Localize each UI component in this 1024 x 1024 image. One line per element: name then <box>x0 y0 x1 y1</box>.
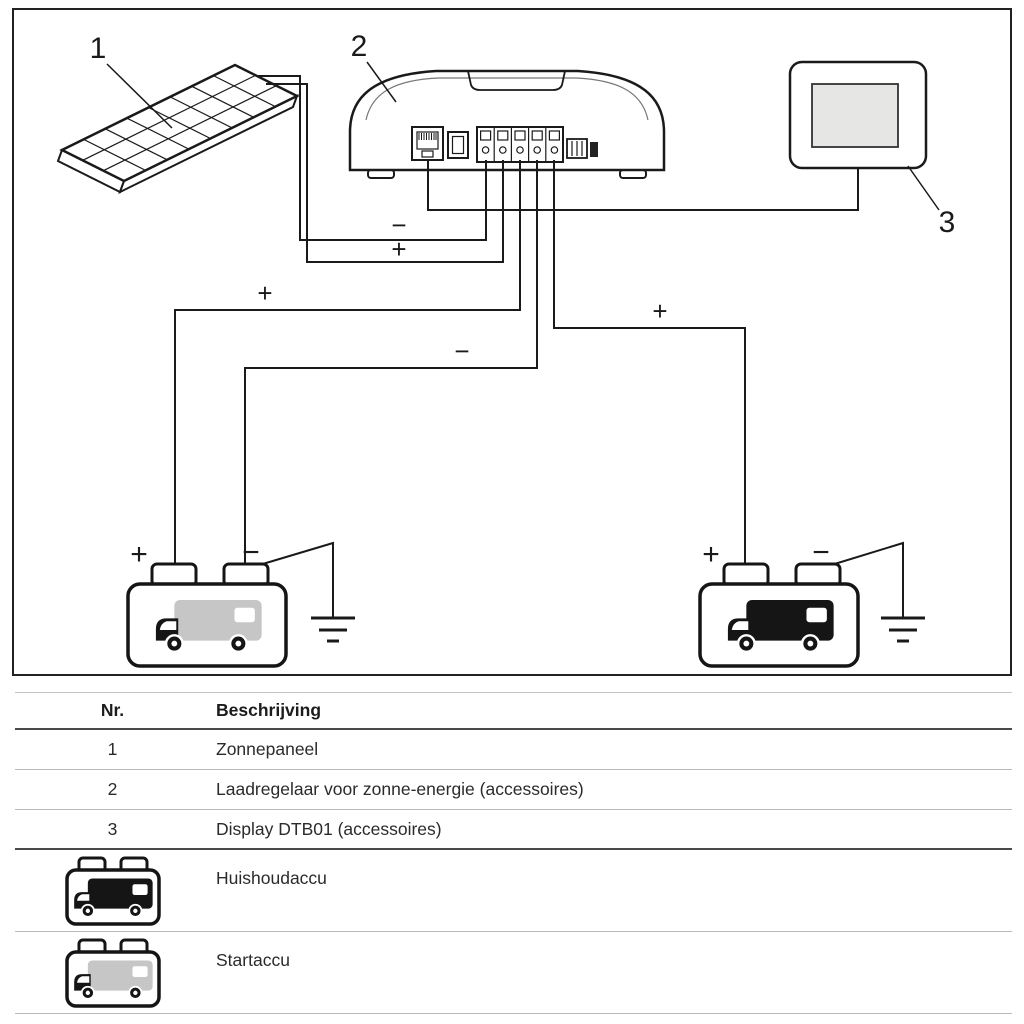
fuse-element <box>566 138 598 159</box>
row-description: Laadregelaar voor zonne-energie (accesso… <box>216 779 584 799</box>
left-battery-minus-post-label: − <box>242 536 260 569</box>
left-battery-plus-post-label: + <box>130 538 148 571</box>
row-description: Display DTB01 (accessoires) <box>216 818 442 839</box>
right-plus-wire-label: + <box>652 296 667 326</box>
minus-wire-label: − <box>454 336 469 366</box>
row-nr: 1 <box>107 739 118 759</box>
solar-plus-label: + <box>391 234 406 264</box>
diagram-border <box>12 8 1012 676</box>
charge-controller-icon <box>348 69 666 179</box>
label-charge-controller: 2 <box>351 30 368 63</box>
left-plus-wire-label: + <box>257 278 272 308</box>
earth-ground-icon <box>311 616 355 643</box>
solar-minus-wire <box>257 75 487 241</box>
display-screen <box>811 83 899 148</box>
left-battery-plus-wire <box>174 160 521 566</box>
display-cable <box>427 160 859 211</box>
display-icon <box>788 60 928 170</box>
leader-lines <box>106 61 940 211</box>
starter-battery-icon <box>126 562 288 668</box>
legend-row-1: 1 Zonnepaneel <box>15 730 1012 770</box>
row-nr: 3 <box>107 818 118 839</box>
legend-header-row: Nr. Beschrijving <box>15 692 1012 730</box>
earth-ground-icon <box>881 616 925 643</box>
row-description: Zonnepaneel <box>216 739 319 759</box>
solar-minus-label: − <box>391 210 406 240</box>
row-description: Startaccu <box>216 950 290 970</box>
battery-with-gray-camper-icon <box>15 936 210 1010</box>
right-ground-wire <box>827 541 904 618</box>
household-battery-icon <box>698 562 860 668</box>
rj12-port <box>447 131 469 159</box>
battery-with-black-camper-icon <box>15 854 210 928</box>
right-battery-plus-wire <box>553 160 746 566</box>
legend-table: Nr. Beschrijving 1 Zonnepaneel 2 Laadreg… <box>15 692 1012 1014</box>
right-battery-minus-post-label: − <box>812 536 830 569</box>
right-battery-plus-post-label: + <box>702 538 720 571</box>
legend-row-starter-battery: Startaccu <box>15 932 1012 1014</box>
battery-minus-wire <box>244 160 538 566</box>
col-header-nr: Nr. <box>100 700 125 720</box>
legend-row-household-battery: Huishoudaccu <box>15 850 1012 932</box>
wiring-diagram: 1 2 3 − + + + − + − + − <box>12 8 1012 676</box>
legend-row-2: 2 Laadregelaar voor zonne-energie (acces… <box>15 770 1012 810</box>
label-solar-panel: 1 <box>90 32 107 65</box>
left-ground-wire <box>255 541 334 618</box>
row-nr: 2 <box>107 779 118 799</box>
solar-panel-icon <box>56 63 300 194</box>
legend-row-3: 3 Display DTB01 (accessoires) <box>15 810 1012 850</box>
row-description: Huishoudaccu <box>216 868 327 888</box>
wires <box>174 75 904 618</box>
col-header-description: Beschrijving <box>216 700 322 720</box>
solar-plus-wire <box>266 83 504 263</box>
label-display: 3 <box>939 206 956 239</box>
